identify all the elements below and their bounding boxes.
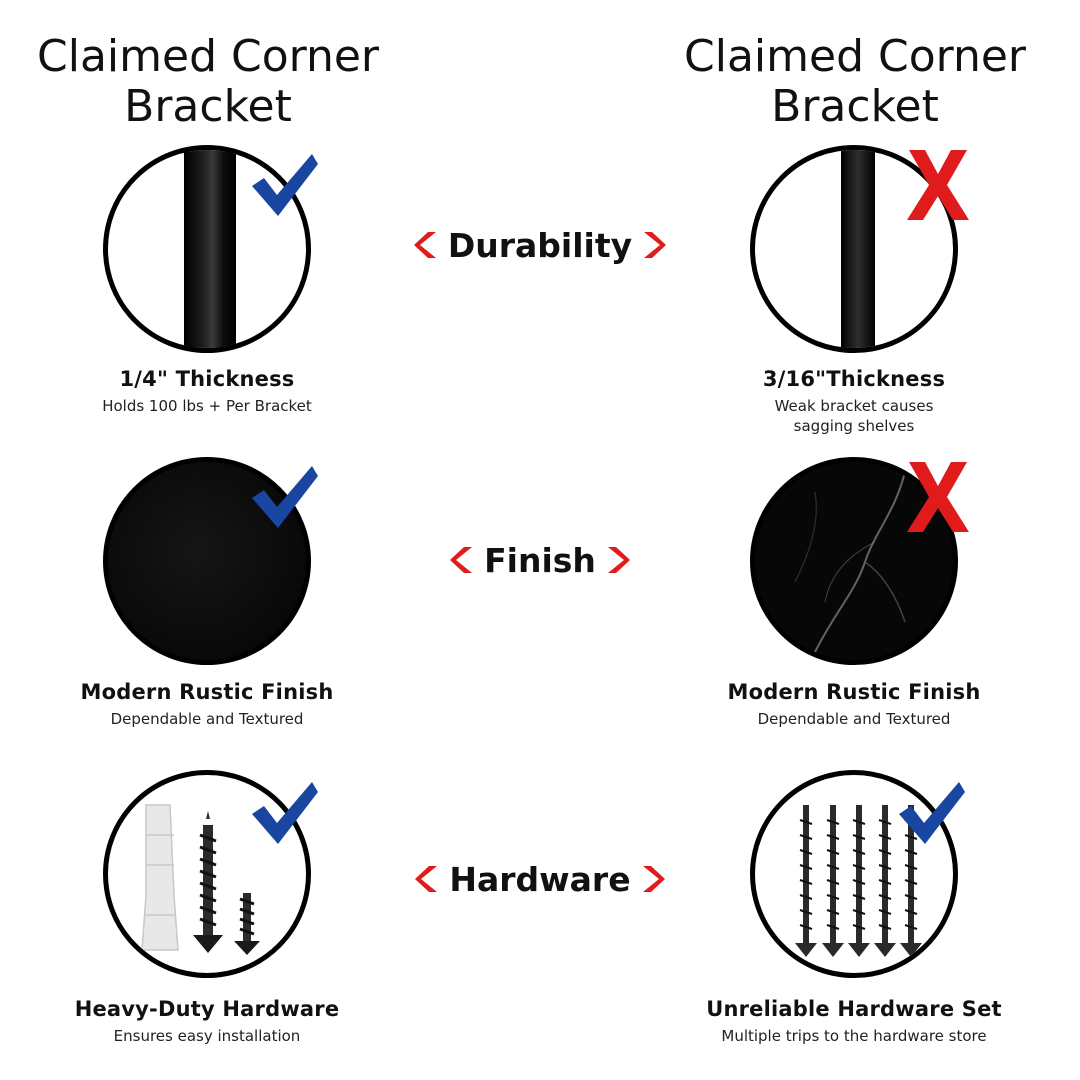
left-caption-durability: 1/4" Thickness Holds 100 lbs + Per Brack…: [17, 366, 397, 416]
caption-title: Modern Rustic Finish: [80, 680, 334, 704]
left-column-title: Claimed Corner Bracket: [37, 31, 379, 132]
category-durability: Durability: [340, 220, 740, 270]
category-hardware: Hardware: [340, 854, 740, 904]
check-icon: [252, 782, 318, 844]
chevron-right-icon: [644, 232, 667, 258]
caption-title: Unreliable Hardware Set: [706, 997, 1002, 1021]
screw-set: [795, 805, 922, 957]
category-label: Finish: [484, 540, 596, 580]
unreliable-hardware-image: [750, 770, 958, 978]
screw-icon: [234, 893, 260, 955]
caption-title: Heavy-Duty Hardware: [74, 997, 340, 1021]
thick-rod-image: [103, 145, 311, 353]
chevron-right-icon: [607, 547, 630, 573]
caption-subtitle: Weak bracket causes sagging shelves: [774, 397, 934, 435]
caption-title: 3/16"Thickness: [762, 367, 946, 391]
heavy-duty-hardware-image: [103, 770, 311, 978]
check-icon: [899, 782, 965, 844]
category-finish: Finish: [340, 535, 740, 585]
right-caption-durability: 3/16"Thickness Weak bracket causes saggi…: [664, 366, 1044, 436]
marble-finish-image: [750, 457, 958, 665]
category-label: Hardware: [449, 859, 631, 899]
chevron-right-icon: [642, 866, 665, 892]
left-caption-hardware: Heavy-Duty Hardware Ensures easy install…: [17, 996, 397, 1046]
right-column-title: Claimed Corner Bracket: [684, 31, 1026, 132]
caption-subtitle: Dependable and Textured: [110, 710, 304, 728]
caption-subtitle: Multiple trips to the hardware store: [721, 1027, 987, 1045]
caption-title: Modern Rustic Finish: [727, 680, 981, 704]
right-caption-hardware: Unreliable Hardware Set Multiple trips t…: [664, 996, 1044, 1046]
caption-title: 1/4" Thickness: [119, 367, 295, 391]
x-icon: [907, 462, 969, 532]
left-caption-finish: Modern Rustic Finish Dependable and Text…: [17, 679, 397, 729]
x-icon: [907, 150, 969, 220]
screw-icon: [193, 811, 223, 953]
caption-subtitle: Holds 100 lbs + Per Bracket: [102, 397, 312, 415]
check-icon: [252, 154, 318, 216]
matte-finish-image: [103, 457, 311, 665]
chevron-left-icon: [413, 232, 436, 258]
caption-subtitle: Dependable and Textured: [757, 710, 951, 728]
category-label: Durability: [447, 225, 633, 265]
chevron-left-icon: [415, 866, 438, 892]
check-icon: [252, 466, 318, 528]
right-caption-finish: Modern Rustic Finish Dependable and Text…: [664, 679, 1044, 729]
caption-subtitle: Ensures easy installation: [113, 1027, 301, 1045]
thin-rod-image: [750, 145, 958, 353]
chevron-left-icon: [450, 547, 473, 573]
